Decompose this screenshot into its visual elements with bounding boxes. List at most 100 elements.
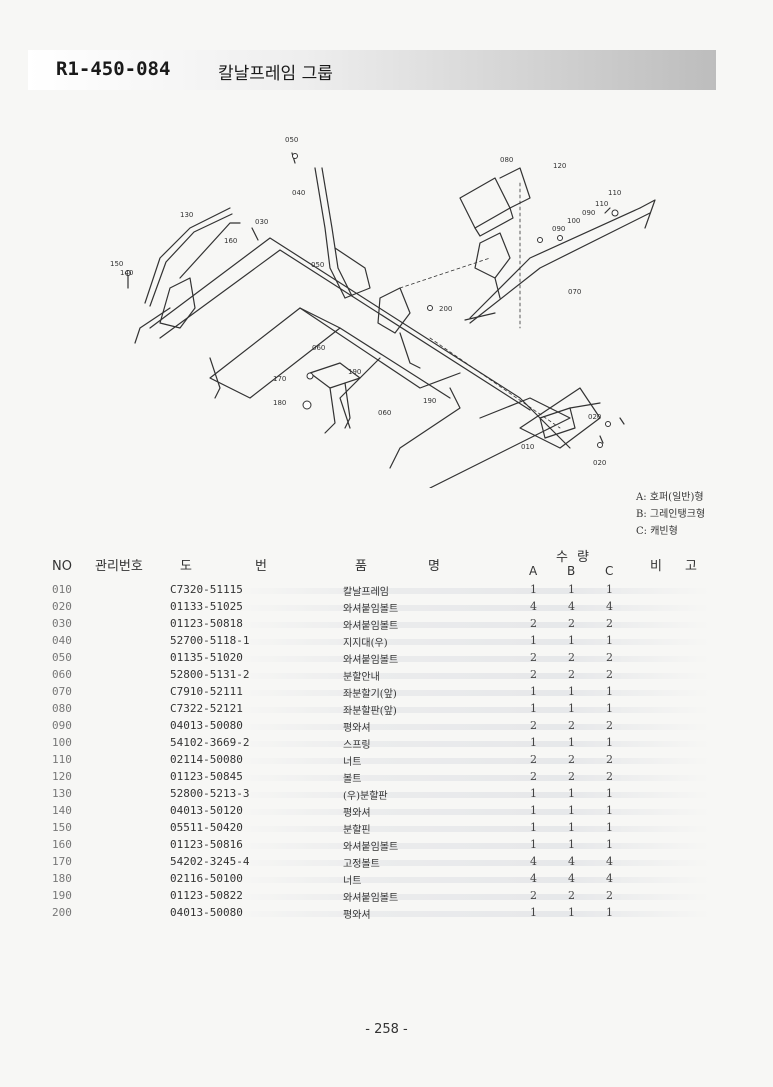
part-no: 120: [52, 770, 72, 783]
page-number: - 258 -: [365, 1022, 408, 1037]
qty-c: 1: [606, 583, 613, 596]
qty-c: 4: [606, 872, 613, 885]
part-number: 52700-5118-1: [170, 634, 250, 647]
part-name: 분할핀: [343, 825, 371, 836]
qty-c: 1: [606, 906, 613, 919]
header-no: NO: [52, 559, 72, 574]
callout-090-upper: 090: [582, 209, 595, 217]
header-a: A: [529, 564, 538, 578]
header-beon: 번: [255, 559, 267, 574]
part-no: 030: [52, 617, 72, 630]
part-number: 01123-50816: [170, 838, 243, 851]
part-no: 130: [52, 787, 72, 800]
part-name: (우)분할판: [343, 791, 388, 802]
callout-180: 180: [273, 399, 286, 407]
part-no: 060: [52, 668, 72, 681]
qty-a: 1: [530, 787, 537, 800]
part-no: 200: [52, 906, 72, 919]
legend-item-a: A: 호퍼(일반)형: [636, 492, 704, 503]
qty-a: 2: [530, 719, 537, 732]
callout-060-lower: 060: [378, 409, 391, 417]
callout-170: 170: [273, 375, 286, 383]
model-legend: A: 호퍼(일반)형 B: 그레인탱크형 C: 캐빈형: [636, 489, 705, 540]
part-no: 100: [52, 736, 72, 749]
callout-150: 150: [110, 260, 123, 268]
qty-a: 1: [530, 702, 537, 715]
qty-b: 2: [568, 617, 575, 630]
part-name: 와셔붙임볼트: [343, 842, 399, 853]
qty-b: 1: [568, 583, 575, 596]
header-b: B: [567, 564, 576, 578]
part-name: 너트: [343, 757, 362, 768]
header-bi: 비: [650, 559, 662, 574]
qty-b: 2: [568, 719, 575, 732]
callout-190-lower: 190: [423, 397, 436, 405]
qty-b: 2: [568, 668, 575, 681]
part-name: 고정볼트: [343, 859, 380, 870]
qty-a: 4: [530, 855, 537, 868]
header-myeong: 명: [428, 559, 440, 574]
part-number: C7322-52121: [170, 702, 243, 715]
qty-b: 2: [568, 770, 575, 783]
qty-c: 2: [606, 651, 613, 664]
callout-090-lower: 090: [552, 225, 565, 233]
exploded-parts-diagram: 050 080 120 040 110 110 090 130 030 100 …: [110, 136, 656, 488]
part-no: 110: [52, 753, 72, 766]
part-no: 080: [52, 702, 72, 715]
qty-b: 4: [568, 855, 575, 868]
qty-a: 2: [530, 651, 537, 664]
header-ryang: 량: [577, 550, 589, 565]
callout-140: 140: [120, 269, 133, 277]
part-no: 180: [52, 872, 72, 885]
qty-c: 1: [606, 821, 613, 834]
part-number: 54202-3245-4: [170, 855, 250, 868]
qty-b: 1: [568, 838, 575, 851]
part-number: 01123-50818: [170, 617, 243, 630]
qty-b: 2: [568, 753, 575, 766]
part-number: 01123-50822: [170, 889, 243, 902]
part-number: 01133-51025: [170, 600, 243, 613]
qty-a: 1: [530, 838, 537, 851]
callout-160: 160: [224, 237, 237, 245]
part-no: 090: [52, 719, 72, 732]
callout-080: 080: [500, 156, 513, 164]
callout-190-upper: 190: [348, 368, 361, 376]
callout-130: 130: [180, 211, 193, 219]
part-no: 150: [52, 821, 72, 834]
qty-a: 1: [530, 736, 537, 749]
part-no: 040: [52, 634, 72, 647]
part-number: 01135-51020: [170, 651, 243, 664]
qty-a: 1: [530, 685, 537, 698]
callout-120: 120: [553, 162, 566, 170]
callout-100: 100: [567, 217, 580, 225]
callout-060-upper: 060: [312, 344, 325, 352]
part-name: 와셔붙임볼트: [343, 655, 399, 666]
qty-c: 2: [606, 753, 613, 766]
part-name: 와셔붙임볼트: [343, 621, 399, 632]
qty-b: 4: [568, 872, 575, 885]
qty-a: 1: [530, 583, 537, 596]
callout-040: 040: [292, 189, 305, 197]
callout-200: 200: [439, 305, 452, 313]
qty-c: 2: [606, 668, 613, 681]
part-number: 02114-50080: [170, 753, 243, 766]
part-no: 020: [52, 600, 72, 613]
qty-a: 1: [530, 634, 537, 647]
part-number: 52800-5213-3: [170, 787, 250, 800]
part-number: 54102-3669-2: [170, 736, 250, 749]
qty-a: 4: [530, 872, 537, 885]
callout-050-top: 050: [285, 136, 298, 144]
callout-020-upper: 020: [588, 413, 601, 421]
